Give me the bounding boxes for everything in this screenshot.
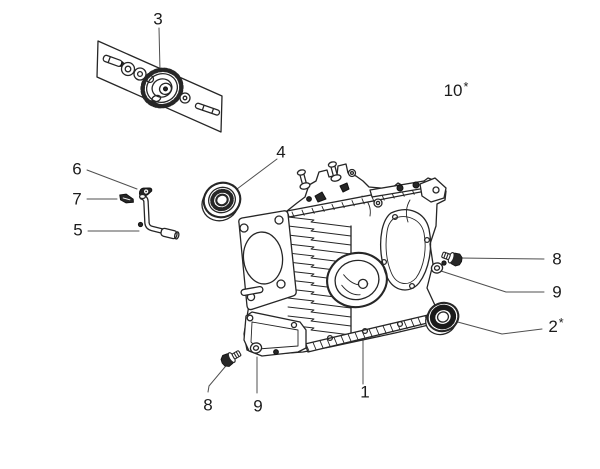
drain-bolt-right (439, 247, 465, 269)
callout-2: 2* (548, 316, 564, 336)
oil-seal (425, 301, 460, 336)
callout-8-lower: 8 (203, 395, 213, 415)
callout-6: 6 (72, 159, 82, 179)
leader-lines (86, 27, 545, 394)
callout-8-right: 8 (552, 249, 562, 269)
ball-bearing (201, 181, 242, 222)
cylinder-gasket-face (238, 210, 297, 311)
callout-5: 5 (73, 220, 83, 240)
governor-pin (119, 193, 134, 204)
callout-7: 7 (72, 189, 82, 209)
callout-1: 1 (360, 382, 370, 402)
callout-9-lower: 9 (253, 396, 263, 416)
top-studs (296, 161, 447, 208)
crankshaft-boss (326, 251, 388, 309)
camshaft-assembly (102, 54, 221, 116)
callout-3: 3 (153, 9, 163, 29)
callout-10: 10* (443, 80, 469, 100)
drain-bolt-lower (218, 346, 244, 370)
callout-4: 4 (276, 142, 286, 162)
callout-9-right: 9 (552, 282, 562, 302)
side-cover-face (380, 209, 432, 291)
governor-arm-shaft (137, 193, 180, 240)
